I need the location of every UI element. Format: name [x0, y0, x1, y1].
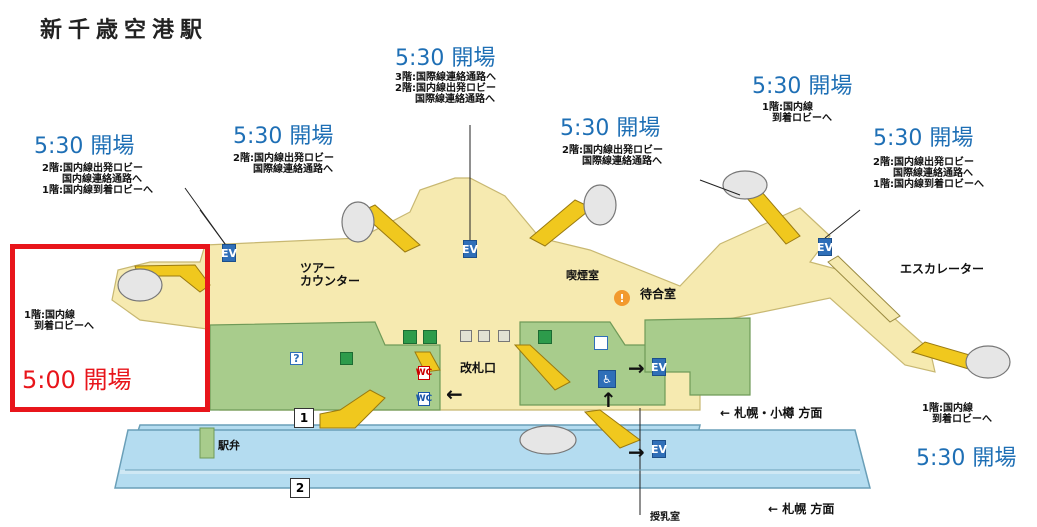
open-time-top-center: 5:30 開場 [395, 46, 496, 71]
highlight-open-time: 5:00 開場 [22, 366, 132, 394]
escalator-label: エスカレーター [900, 262, 985, 276]
aed-icon: ! [614, 290, 630, 306]
note-bottom-right: 1階:国内線 到着ロビーへ [922, 403, 992, 426]
note-left-box: 1階:国内線 到着ロビーへ [24, 310, 94, 333]
open-time-upper-right: 5:30 開場 [752, 74, 853, 99]
note-upper-left: 2階:国内線出発ロビー 国内線連絡通路へ 1階:国内線到着ロビーへ [42, 163, 153, 197]
ekiben-label: 駅弁 [218, 439, 240, 452]
waiting-room-label: 待合室 [640, 287, 677, 301]
open-time-right: 5:30 開場 [873, 126, 974, 151]
track-gap [120, 470, 860, 474]
accessible-icon: ♿ [598, 370, 616, 388]
open-time-bottom-right: 5:30 開場 [916, 446, 1017, 471]
arrow-up-icon: ↑ [600, 388, 617, 412]
arrow-right-icon: → [628, 440, 645, 464]
arrow-left-icon: ← [446, 382, 463, 406]
direction-platform-1: ← 札幌・小樽 方面 [720, 406, 823, 420]
open-time-upper-center-right: 5:30 開場 [560, 116, 661, 141]
note-right: 2階:国内線出発ロビー 国際線連絡通路へ 1階:国内線到着ロビーへ [873, 157, 984, 191]
note-upper-center-left: 2階:国内線出発ロビー 国際線連絡通路へ [233, 153, 334, 176]
ticket-machine-icon [423, 330, 437, 344]
ticket-machine-icon [403, 330, 417, 344]
toilet-icon: WC [415, 392, 433, 406]
note-upper-right: 1階:国内線 到着ロビーへ [762, 102, 832, 125]
highlight-frame [10, 244, 210, 412]
smoking-room-label: 喫煙室 [566, 269, 599, 282]
elevator-icon: EV [651, 440, 667, 458]
escalators [134, 175, 981, 449]
open-time-upper-left: 5:30 開場 [34, 134, 135, 159]
ekiben-stand [199, 427, 215, 459]
leader-lines [184, 125, 861, 515]
tour-counter-label: ツアー カウンター [300, 261, 361, 289]
check-icon [340, 352, 353, 365]
info-icon: ? [290, 352, 303, 365]
platform-2-sign: 2 [290, 478, 310, 498]
ticket-machine-icon [538, 330, 552, 344]
right-escalator-bar [827, 255, 901, 323]
no-entry-icon [594, 336, 608, 350]
toilet-icon: WC [415, 366, 433, 380]
arrow-right-icon: → [628, 356, 645, 380]
open-time-upper-center-left: 5:30 開場 [233, 124, 334, 149]
note-top-center: 3階:国際線連絡通路へ 2階:国内線出発ロビー 国際線連絡通路へ [395, 72, 496, 106]
gate-icon [478, 330, 490, 342]
gate-icon [498, 330, 510, 342]
elevator-icon: EV [651, 358, 667, 376]
landings [117, 170, 1011, 455]
note-upper-center-right: 2階:国内線出発ロビー 国際線連絡通路へ [562, 145, 663, 168]
elevator-icon: EV [221, 244, 237, 262]
direction-platform-2: ← 札幌 方面 [768, 502, 835, 516]
nursing-room-label: 授乳室 [650, 512, 680, 523]
gate-icon [460, 330, 472, 342]
elevator-icon: EV [462, 240, 478, 258]
platform-1-sign: 1 [294, 408, 314, 428]
building-right [644, 317, 751, 396]
elevator-icon: EV [817, 238, 833, 256]
building-left [209, 321, 441, 411]
station-title: 新千歳空港駅 [40, 18, 209, 43]
ticket-gate-label: 改札口 [460, 361, 497, 375]
